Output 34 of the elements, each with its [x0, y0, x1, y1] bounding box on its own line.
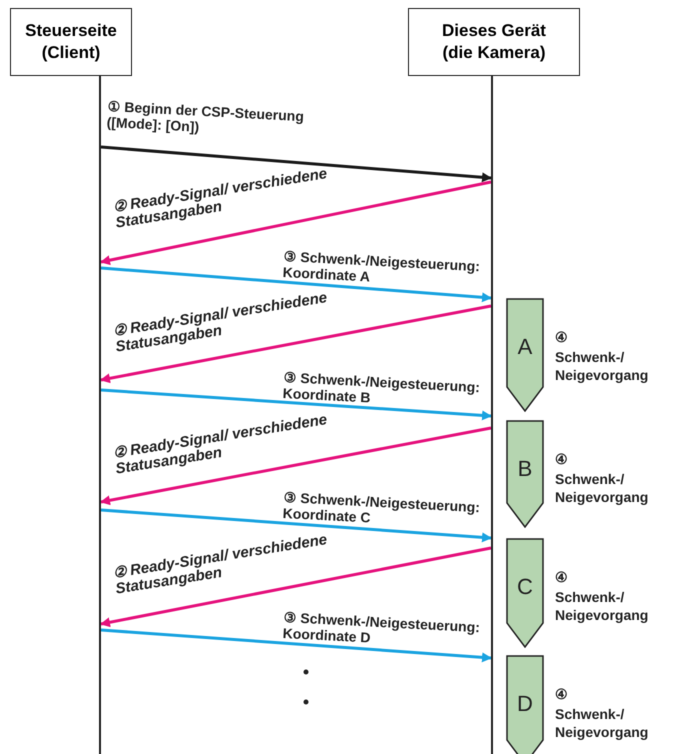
message-arrow: [100, 304, 492, 384]
step-caption: Schwenk-/ Neigevorgang: [555, 348, 650, 384]
edge-label: ③ Schwenk-/Neigesteuerung: Koordinate A: [282, 248, 482, 287]
step-number: ④: [555, 685, 568, 703]
process-pentagon: [506, 298, 544, 412]
process-pentagon: [506, 538, 544, 648]
participant-box: Dieses Gerät (die Kamera): [408, 8, 580, 76]
message-arrow: [100, 546, 492, 628]
participant-box: Steuerseite (Client): [10, 8, 132, 76]
step-letter: D: [516, 691, 534, 717]
step-caption: Schwenk-/ Neigevorgang: [555, 588, 650, 624]
edge-label: ③ Schwenk-/Neigesteuerung: Koordinate C: [282, 489, 482, 528]
message-arrow: [100, 388, 492, 420]
step-letter: A: [516, 334, 534, 360]
step-number: ④: [555, 450, 568, 468]
step-number: ④: [555, 568, 568, 586]
message-arrow: [100, 508, 492, 542]
message-arrow: [100, 266, 492, 302]
lifeline: [491, 76, 493, 754]
step-caption: Schwenk-/ Neigevorgang: [555, 705, 650, 741]
step-number: ④: [555, 328, 568, 346]
message-arrow: [100, 628, 492, 662]
process-pentagon: [506, 655, 544, 754]
message-arrow: [100, 426, 492, 506]
lifeline: [99, 76, 101, 754]
edge-label: ① Beginn der CSP-Steuerung ([Mode]: [On]): [106, 98, 306, 137]
step-letter: C: [516, 574, 534, 600]
message-arrow: [100, 146, 492, 182]
edge-label: ③ Schwenk-/Neigesteuerung: Koordinate D: [282, 609, 482, 648]
message-arrow: [100, 180, 492, 266]
step-letter: B: [516, 456, 534, 482]
step-caption: Schwenk-/ Neigevorgang: [555, 470, 650, 506]
process-pentagon: [506, 420, 544, 528]
edge-label: ③ Schwenk-/Neigesteuerung: Koordinate B: [282, 369, 482, 408]
